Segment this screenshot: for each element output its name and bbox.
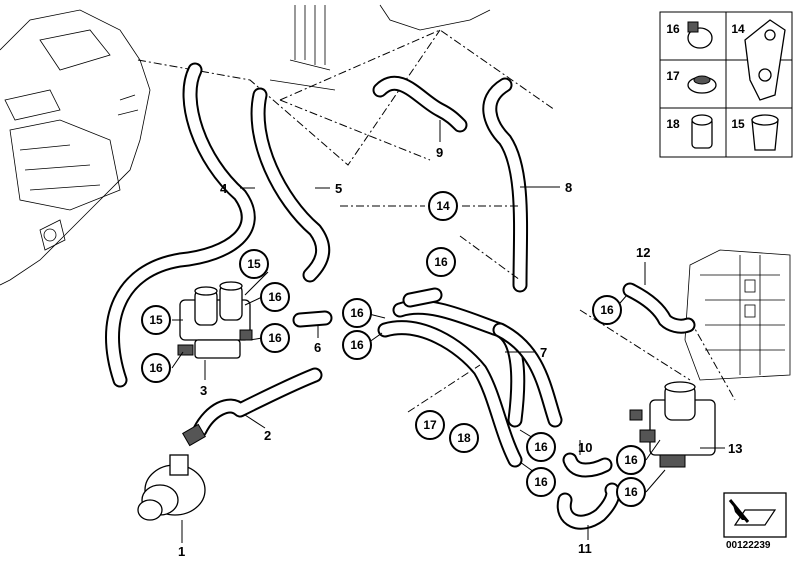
svg-text:16: 16 bbox=[268, 331, 282, 345]
valve-3-illustration bbox=[177, 281, 253, 359]
callout-numbers: 1 2 3 4 5 6 7 8 9 10 11 12 13 bbox=[178, 145, 742, 559]
svg-text:15: 15 bbox=[247, 257, 261, 271]
svg-text:16: 16 bbox=[149, 361, 163, 375]
callout-13: 13 bbox=[728, 441, 742, 456]
circle-callout-16: 16 bbox=[342, 330, 372, 360]
legend-label-17: 17 bbox=[666, 69, 680, 83]
callout-9: 9 bbox=[436, 145, 443, 160]
callout-10: 10 bbox=[578, 440, 592, 455]
callout-2: 2 bbox=[264, 428, 271, 443]
circle-callout-16: 16 bbox=[342, 298, 372, 328]
circle-callout-16: 16 bbox=[526, 467, 556, 497]
circle-callout-18: 18 bbox=[449, 423, 479, 453]
svg-text:16: 16 bbox=[624, 453, 638, 467]
legend-label-16: 16 bbox=[666, 22, 680, 36]
circle-callout-16: 16 bbox=[260, 282, 290, 312]
circle-callout-16: 16 bbox=[141, 353, 171, 383]
legend-label-14: 14 bbox=[731, 22, 745, 36]
callout-4: 4 bbox=[220, 181, 228, 196]
circle-callout-16: 16 bbox=[526, 432, 556, 462]
circle-callout-16: 16 bbox=[616, 445, 646, 475]
circle-callout-14: 14 bbox=[428, 191, 458, 221]
svg-text:18: 18 bbox=[457, 431, 471, 445]
page-arrow-icon bbox=[723, 492, 787, 538]
engine-block-illustration bbox=[0, 9, 151, 286]
svg-text:16: 16 bbox=[434, 255, 448, 269]
circle-callout-16: 16 bbox=[426, 247, 456, 277]
callout-5: 5 bbox=[335, 181, 342, 196]
callout-3: 3 bbox=[200, 383, 207, 398]
callout-6: 6 bbox=[314, 340, 321, 355]
svg-text:16: 16 bbox=[534, 440, 548, 454]
svg-text:16: 16 bbox=[350, 306, 364, 320]
legend-labels: 16 14 17 18 15 bbox=[666, 22, 745, 131]
valve-13-illustration bbox=[629, 381, 716, 468]
svg-text:16: 16 bbox=[350, 338, 364, 352]
circle-callout-17: 17 bbox=[415, 410, 445, 440]
parts-legend-inset bbox=[659, 11, 793, 158]
svg-text:14: 14 bbox=[436, 199, 450, 213]
svg-text:16: 16 bbox=[534, 475, 548, 489]
svg-text:16: 16 bbox=[268, 290, 282, 304]
circle-callout-16: 16 bbox=[592, 295, 622, 325]
callout-1: 1 bbox=[178, 544, 185, 559]
callout-12: 12 bbox=[636, 245, 650, 260]
circle-callout-15-upper: 15 bbox=[239, 249, 269, 279]
bulkhead-pipes-illustration bbox=[137, 4, 556, 166]
svg-text:17: 17 bbox=[423, 418, 437, 432]
legend-label-15: 15 bbox=[731, 117, 745, 131]
svg-text:15: 15 bbox=[149, 313, 163, 327]
legend-label-18: 18 bbox=[666, 117, 680, 131]
svg-text:16: 16 bbox=[624, 485, 638, 499]
circle-callout-16: 16 bbox=[616, 477, 646, 507]
diagram-id: 00122239 bbox=[726, 540, 771, 551]
circle-callout-15-lower: 15 bbox=[141, 305, 171, 335]
callout-7: 7 bbox=[540, 345, 547, 360]
circle-callout-16: 16 bbox=[260, 323, 290, 353]
callout-8: 8 bbox=[565, 180, 572, 195]
leader-lines bbox=[171, 120, 725, 543]
pump-1-illustration bbox=[137, 423, 206, 521]
circled-callouts: 14 15 15 16 16 16 16 16 bbox=[141, 191, 646, 507]
callout-11: 11 bbox=[578, 541, 592, 556]
hoses bbox=[105, 62, 696, 530]
svg-text:16: 16 bbox=[600, 303, 614, 317]
